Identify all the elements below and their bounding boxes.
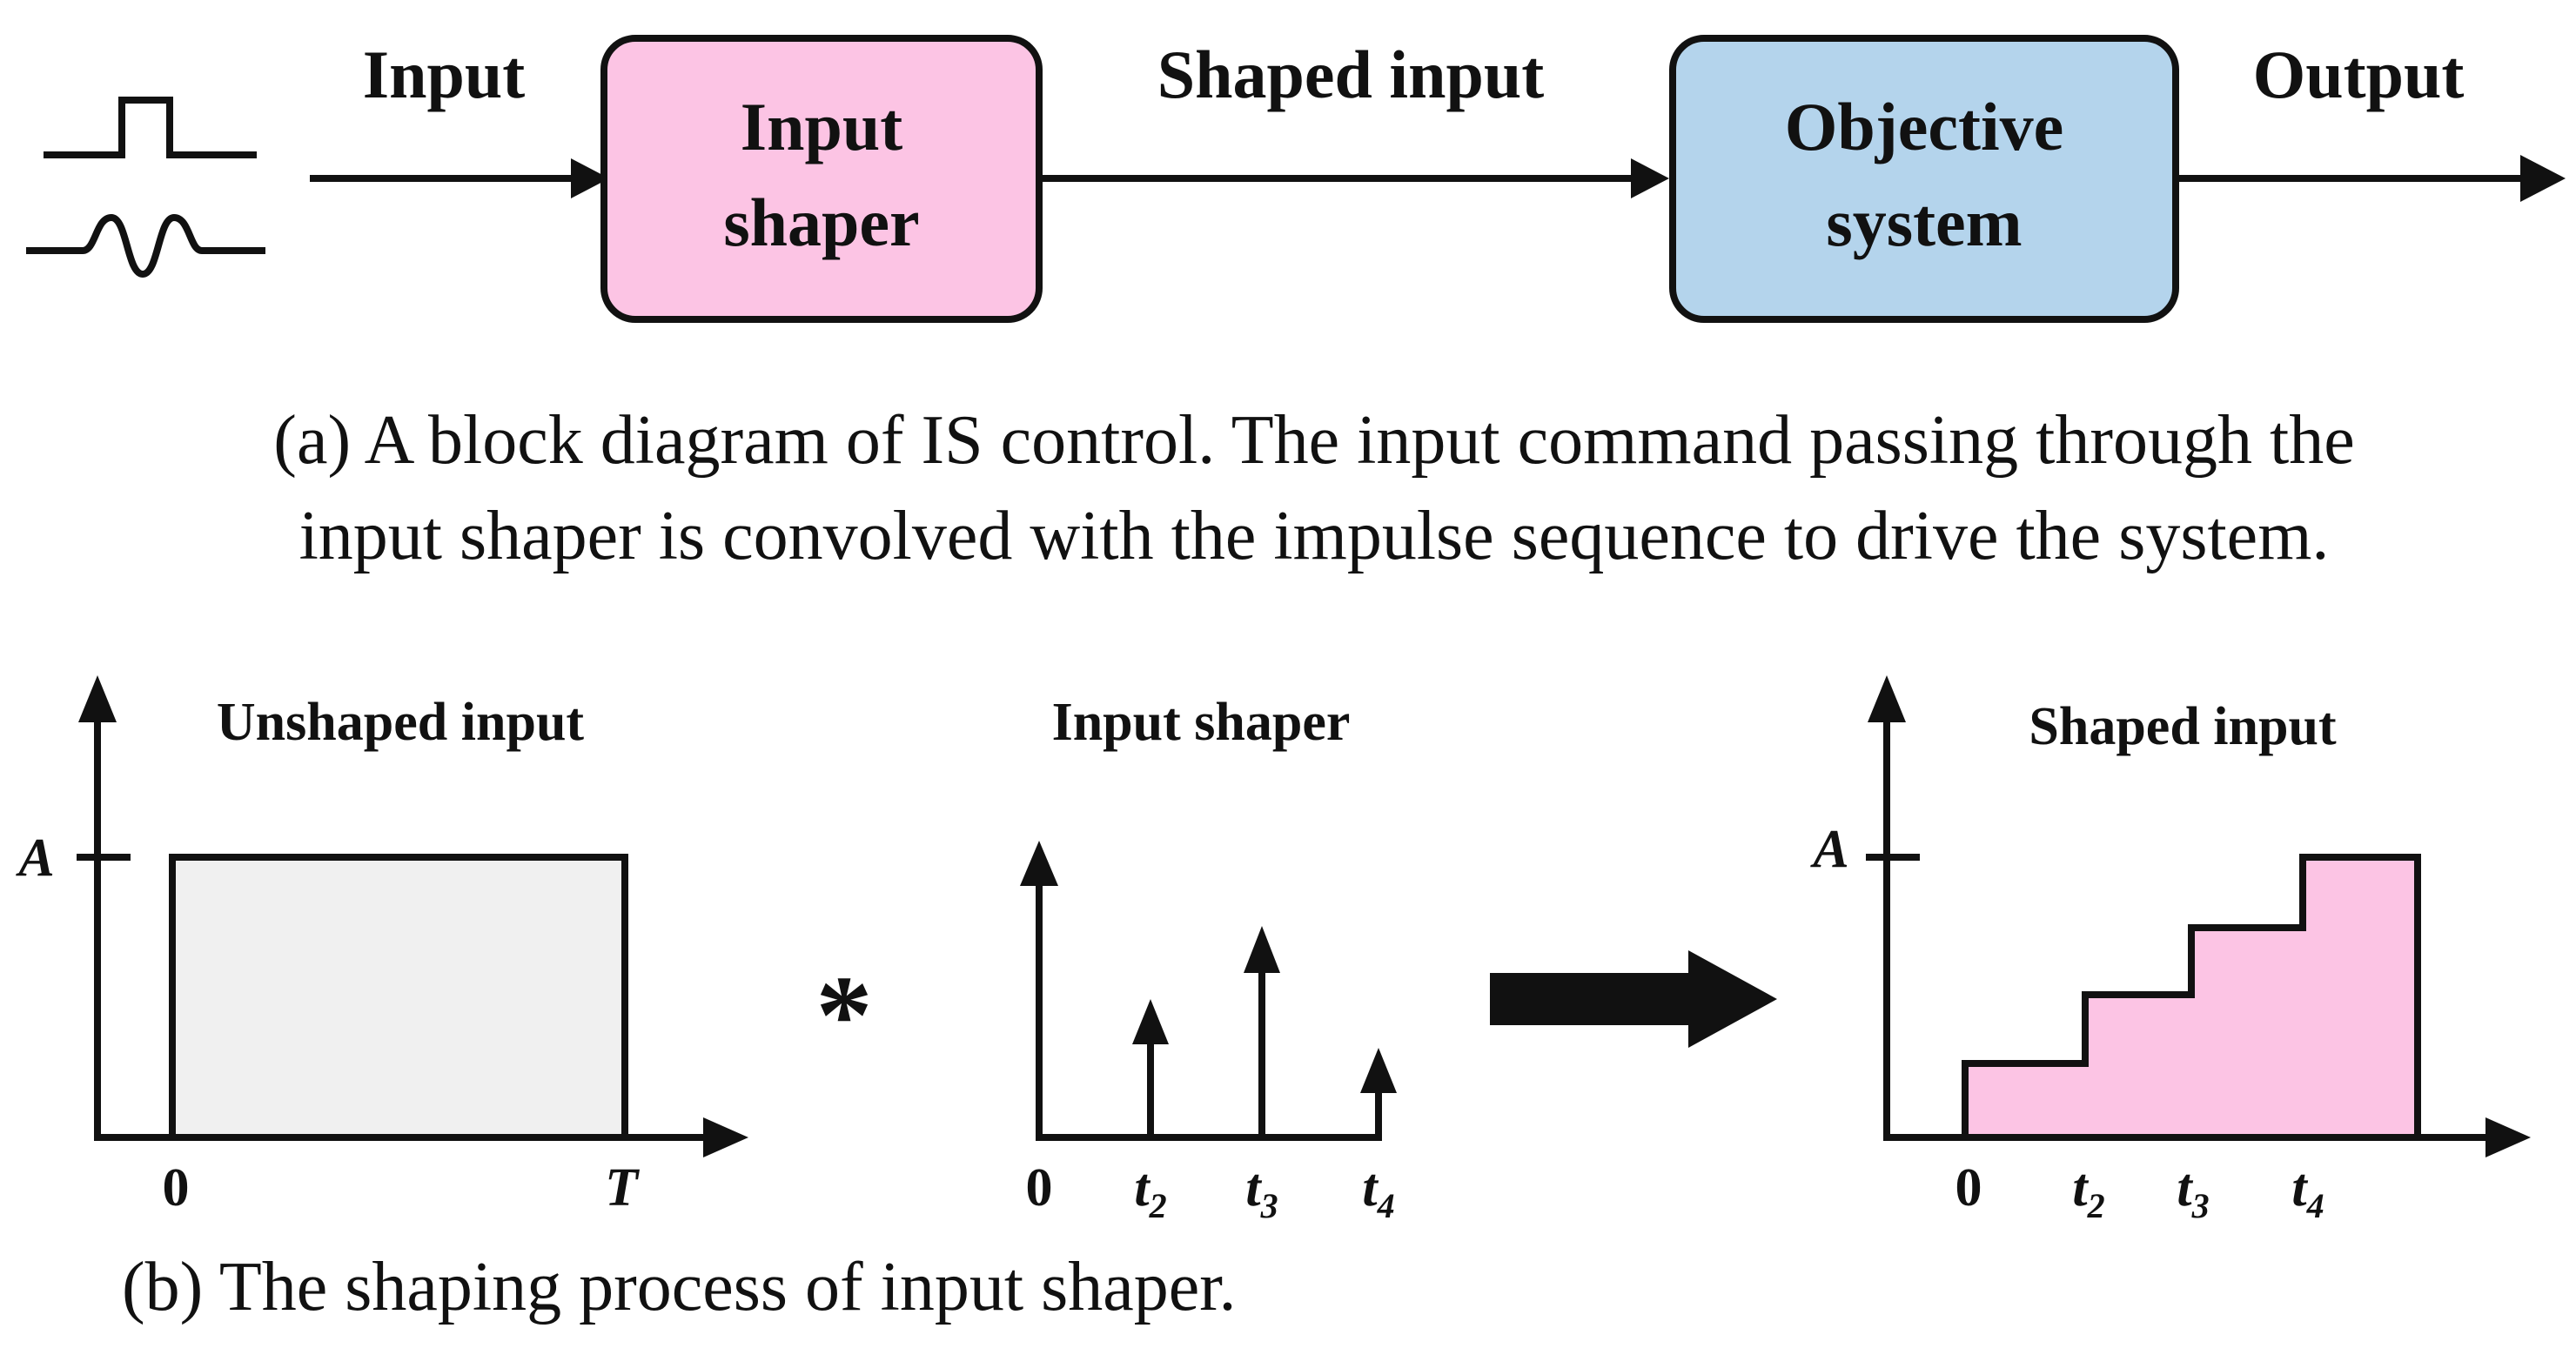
impulse-zero-label: 0 — [1026, 1158, 1053, 1217]
impulse-t4 — [1360, 1048, 1397, 1137]
impulse-t3-base: t — [1245, 1158, 1262, 1217]
impulse-t2 — [1132, 999, 1169, 1137]
sine-signal-icon — [26, 213, 265, 278]
output-arrow — [2176, 155, 2566, 202]
block-diagram: Input Input shaper Shaped input Objectiv… — [26, 35, 2566, 323]
shaped-t4-sub: 4 — [2306, 1186, 2324, 1225]
shaped-t4-label: t4 — [2291, 1158, 2324, 1225]
shaped-input-title: Shaped input — [2029, 697, 2337, 756]
unshaped-y-axis — [78, 675, 117, 1137]
unshaped-x-axis — [94, 1117, 748, 1157]
shaped-t3-sub: 3 — [2191, 1186, 2210, 1225]
unshaped-input-title: Unshaped input — [217, 693, 585, 752]
input-shaper-title: Input shaper — [1052, 693, 1351, 752]
impulse-y-axis — [1020, 841, 1058, 1137]
shaped-t2-base: t — [2072, 1158, 2089, 1217]
impulse-t2-label: t2 — [1134, 1158, 1166, 1225]
shaped-a-tick-label: A — [1809, 820, 1848, 879]
input-shaper-label-line1: Input — [741, 89, 902, 164]
unshaped-t-label: T — [605, 1158, 640, 1217]
shaped-t3-base: t — [2177, 1158, 2193, 1217]
impulse-t2-sub: 2 — [1149, 1186, 1167, 1225]
input-arrow — [310, 158, 609, 198]
unshaped-zero-label: 0 — [163, 1158, 190, 1217]
shaped-input-arrow — [1039, 158, 1669, 198]
impulse-t2-base: t — [1134, 1158, 1150, 1217]
shaped-t2-sub: 2 — [2087, 1186, 2105, 1225]
caption-a-line1: (a) A block diagram of IS control. The i… — [273, 402, 2354, 479]
unshaped-pulse — [169, 854, 628, 1141]
impulse-t3-sub: 3 — [1260, 1186, 1278, 1225]
unshaped-input-plot: Unshaped input A 0 T — [15, 675, 748, 1217]
shaped-y-axis — [1868, 675, 1906, 1137]
impulse-t3 — [1244, 926, 1280, 1137]
objective-system-label-line2: system — [1826, 184, 2022, 260]
impulse-sequence-plot: Input shaper 0 t2 t3 t4 — [1020, 693, 1397, 1225]
shaped-t2-label: t2 — [2072, 1158, 2104, 1225]
convolution-symbol: * — [816, 953, 873, 1078]
output-label: Output — [2253, 37, 2465, 112]
input-label: Input — [363, 37, 525, 112]
result-arrow — [1490, 950, 1777, 1048]
objective-system-block: Objective system — [1669, 35, 2179, 323]
input-shaper-label-line2: shaper — [723, 184, 919, 260]
input-shaper-block: Input shaper — [600, 35, 1043, 323]
shaped-t3-label: t3 — [2177, 1158, 2209, 1225]
shaped-input-plot: Shaped input A 0 t2 t3 t4 — [1809, 675, 2531, 1225]
input-shaper-box — [600, 35, 1043, 323]
pulse-signal-icon — [44, 97, 257, 158]
shaped-x-axis — [1883, 1117, 2531, 1157]
impulse-t4-label: t4 — [1362, 1158, 1394, 1225]
shaped-zero-label: 0 — [1955, 1158, 1982, 1217]
unshaped-a-tick-label: A — [15, 828, 54, 888]
impulse-t4-sub: 4 — [1377, 1186, 1395, 1225]
impulse-t4-base: t — [1362, 1158, 1379, 1217]
objective-system-box — [1669, 35, 2179, 323]
objective-system-label-line1: Objective — [1785, 89, 2064, 164]
shaped-input-label: Shaped input — [1157, 37, 1544, 112]
impulse-t3-label: t3 — [1245, 1158, 1278, 1225]
caption-b: (b) The shaping process of input shaper. — [122, 1249, 1236, 1325]
caption-a-line2: input shaper is convolved with the impul… — [299, 498, 2330, 574]
shaped-t4-base: t — [2291, 1158, 2308, 1217]
shaped-staircase — [1962, 854, 2421, 1141]
